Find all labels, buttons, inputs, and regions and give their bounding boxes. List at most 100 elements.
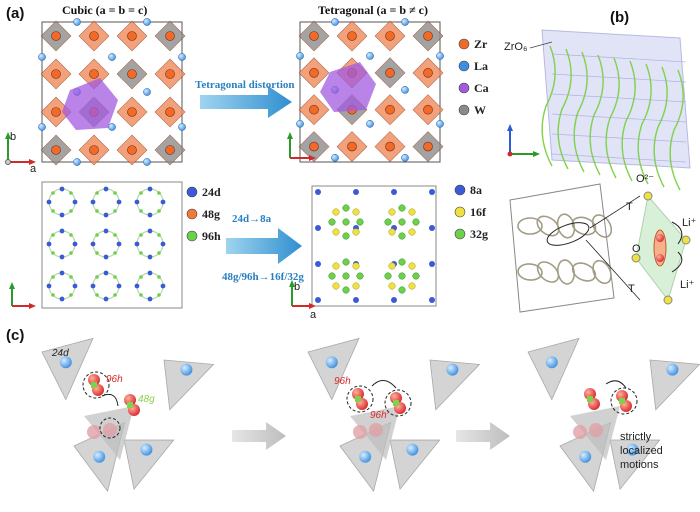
legend-swatch-w (458, 104, 470, 116)
site-24d (103, 270, 109, 276)
site-96h (139, 251, 143, 255)
zr-atom (423, 104, 433, 115)
zr-atom (347, 141, 357, 152)
site-8a (315, 189, 321, 195)
ca-polyhedron (62, 78, 118, 130)
site-swatch-24d (186, 186, 198, 198)
site-24d (147, 254, 153, 260)
la-atom (73, 158, 81, 166)
site-96h (157, 251, 161, 255)
site-conversion-arrow (226, 228, 302, 264)
li-tetrahedron (649, 359, 700, 411)
site-48g-label: 48g (138, 394, 155, 405)
li-top-label: Li⁺ (682, 217, 697, 229)
site-96h (139, 233, 143, 237)
site-24d (59, 254, 65, 260)
panel-c-label: (c) (6, 327, 24, 344)
la-atom (296, 52, 304, 60)
site-24d (90, 199, 96, 205)
li-pathway-zoom (631, 191, 691, 305)
li-48g-site (127, 402, 133, 408)
site-8a (315, 225, 321, 231)
site-96h-label: 96h (106, 374, 123, 385)
li-48g-site (619, 398, 625, 404)
la-atom (143, 18, 151, 26)
site-96h (51, 251, 55, 255)
step-arrow-1 (232, 422, 286, 450)
site-96h (95, 275, 99, 279)
site-24d (116, 199, 122, 205)
site-96h-b-label: 96h (334, 376, 351, 387)
zr-atom (127, 69, 137, 79)
site-8a (353, 189, 359, 195)
li-tetrahedron (389, 439, 441, 490)
site-96h (69, 293, 73, 297)
site-16f (388, 262, 396, 270)
site-24d-atom (59, 356, 72, 369)
legend-label-w: W (474, 103, 486, 117)
site-96h (95, 293, 99, 297)
zr-atom (127, 31, 137, 41)
site-96h (157, 293, 161, 297)
site-arrow-top-label: 24d→8a (232, 213, 272, 225)
zro6-edge (551, 93, 687, 103)
la-atom (108, 123, 116, 131)
note-line-1: strictly (620, 431, 652, 443)
site-24d (72, 283, 78, 289)
site-16f (352, 228, 360, 236)
site-32g (398, 218, 406, 226)
site-32g (412, 272, 420, 280)
li-chain (573, 51, 588, 173)
ca-polyhedron-tet (320, 62, 376, 112)
la-atom (178, 53, 186, 61)
li-atom-faded (103, 423, 117, 437)
li-bottom-label: Li⁺ (680, 279, 695, 291)
t-label-top: T (626, 201, 633, 213)
tetragonal-distortion-arrow (200, 86, 292, 118)
site-96h (139, 209, 143, 213)
site-16f (408, 208, 416, 216)
site-96h (139, 275, 143, 279)
site-96h (139, 191, 143, 195)
site-24d (59, 270, 65, 276)
site-24d-atom (545, 356, 558, 369)
site-96h (95, 251, 99, 255)
zr-atom (51, 69, 61, 79)
site-96h (69, 251, 73, 255)
site-32g (342, 286, 350, 294)
site-24d (147, 296, 153, 302)
site-96h (157, 191, 161, 195)
site-96h (157, 275, 161, 279)
li-tetrahedron (609, 439, 661, 490)
site-24d (72, 199, 78, 205)
site-24d (46, 283, 52, 289)
site-32g (384, 218, 392, 226)
zr-atom (165, 31, 175, 41)
site-32g (342, 272, 350, 280)
zr-atom (423, 141, 433, 152)
site-32g (398, 286, 406, 294)
zr-atom (309, 31, 319, 41)
li-atom-faded (589, 423, 603, 437)
site-24d (72, 241, 78, 247)
site-swatch-8a (454, 184, 466, 196)
axis-indicator-top-middle (287, 132, 316, 161)
highlight-circle (346, 385, 374, 413)
li-atom-faded (369, 423, 383, 437)
axis-indicator-bottom-left (9, 282, 36, 309)
li-tetrahedron (307, 337, 360, 401)
tetragonal-structure (296, 18, 444, 163)
zr-atom (165, 107, 175, 117)
site-32g (398, 204, 406, 212)
site-swatch-96h (186, 230, 198, 242)
zro6-edge (551, 53, 687, 63)
la-atom (38, 53, 46, 61)
site-24d (116, 283, 122, 289)
site-96h (95, 233, 99, 237)
cubic-structure (38, 18, 186, 166)
site-32g (384, 272, 392, 280)
site-24d (160, 241, 166, 247)
li-48g-site (355, 396, 361, 402)
site-96h (157, 233, 161, 237)
